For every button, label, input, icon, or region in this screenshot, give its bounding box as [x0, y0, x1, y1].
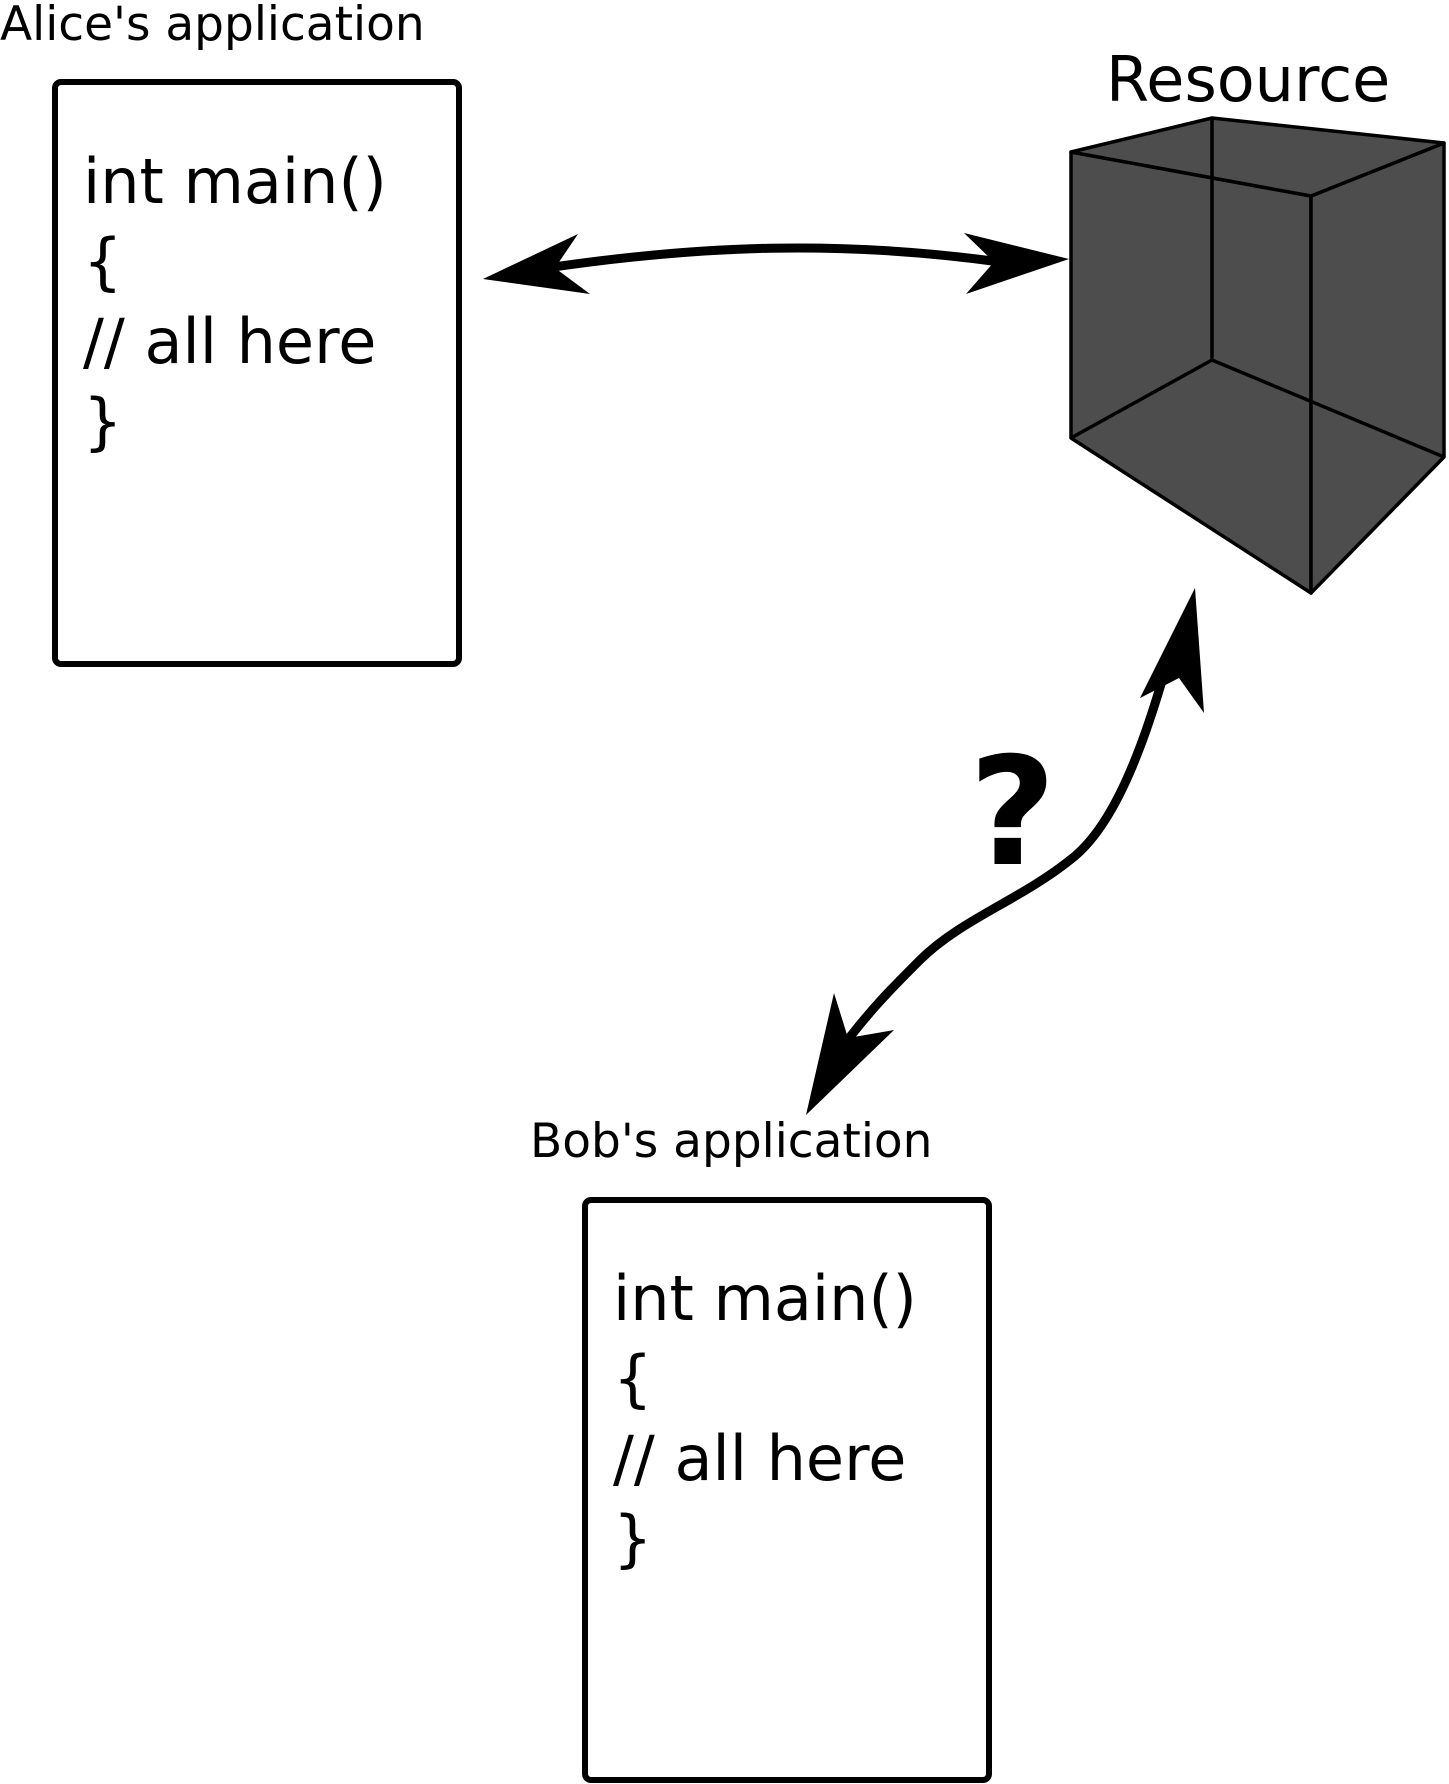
alice-code-box [52, 79, 462, 667]
arrowhead-to-alice [483, 234, 590, 294]
bob-code-line-3: // all here [613, 1422, 906, 1495]
alice-resource-connector [483, 233, 1069, 294]
alice-title: Alice's application [0, 0, 425, 52]
resource-box-icon [1069, 116, 1446, 595]
bob-code-box [582, 1197, 992, 1783]
bob-resource-connector: ? [806, 588, 1204, 1115]
bob-title: Bob's application [530, 1114, 932, 1169]
question-mark: ? [969, 726, 1056, 900]
resource-title: Resource [1106, 43, 1390, 116]
alice-code-line-2: { [83, 225, 122, 298]
bob-code-line-2: { [613, 1342, 652, 1415]
alice-code-line-3: // all here [83, 305, 376, 378]
bob-code-line-1: int main() [613, 1262, 917, 1335]
alice-code-line-1: int main() [83, 145, 387, 218]
resource: Resource [1069, 43, 1446, 595]
arrowhead-to-resource [964, 233, 1069, 294]
alice-code-line-4: } [83, 385, 122, 458]
bob-application: Bob's application int main() { // all he… [530, 1114, 992, 1783]
bob-code-line-4: } [613, 1502, 652, 1575]
alice-application: Alice's application int main() { // all … [0, 0, 462, 667]
arrowhead-to-resource-2 [1140, 588, 1204, 713]
arrowhead-to-bob [806, 993, 894, 1115]
